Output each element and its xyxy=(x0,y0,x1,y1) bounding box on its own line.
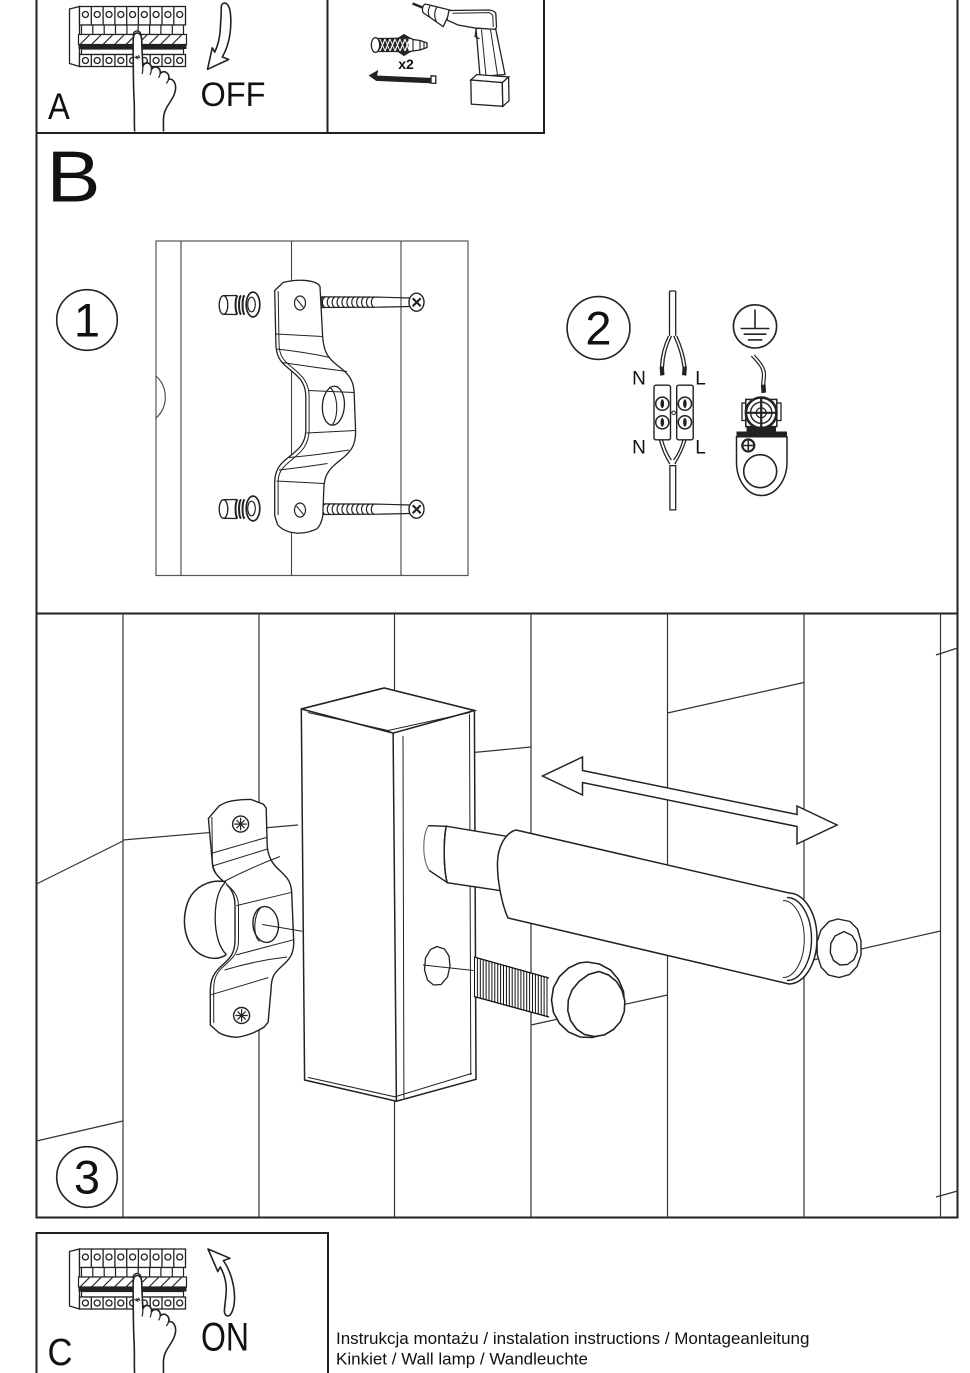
svg-text:1: 1 xyxy=(74,294,100,347)
svg-text:C: C xyxy=(48,1332,73,1373)
svg-text:Instrukcja montażu / instalati: Instrukcja montażu / instalation instruc… xyxy=(336,1329,809,1348)
svg-text:x2: x2 xyxy=(398,56,414,72)
svg-text:N: N xyxy=(632,369,646,390)
svg-text:B: B xyxy=(47,138,101,218)
svg-text:ON: ON xyxy=(201,1316,249,1360)
svg-text:Kinkiet / Wall lamp / Wandleuc: Kinkiet / Wall lamp / Wandleuchte xyxy=(336,1350,588,1369)
svg-text:N: N xyxy=(632,438,646,459)
svg-text:2: 2 xyxy=(585,302,611,355)
svg-text:3: 3 xyxy=(74,1151,100,1204)
svg-text:A: A xyxy=(48,86,70,127)
svg-text:OFF: OFF xyxy=(201,76,266,114)
svg-text:L: L xyxy=(695,369,706,390)
svg-text:L: L xyxy=(695,438,706,459)
